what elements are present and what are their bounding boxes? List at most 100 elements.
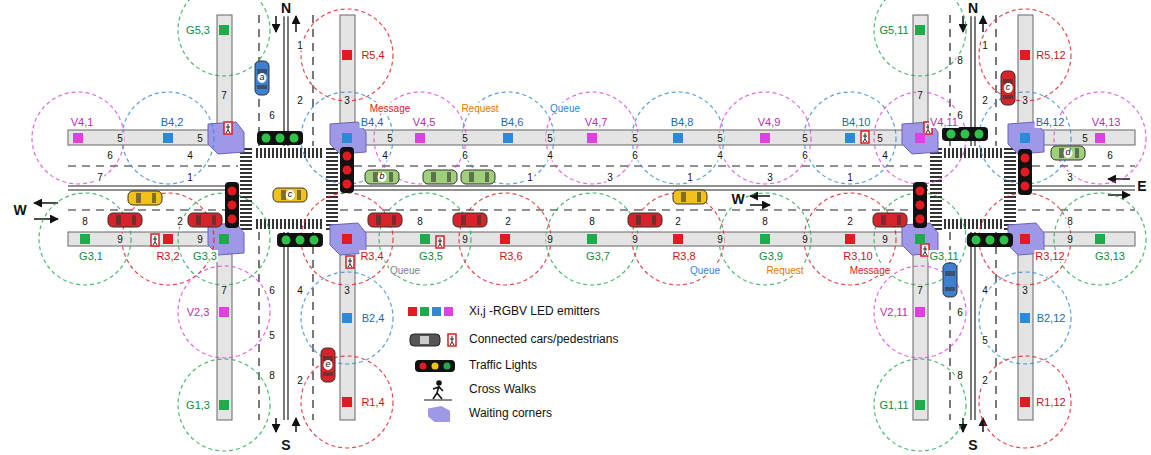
led-emitter <box>1020 397 1030 407</box>
sidewalk <box>913 246 928 420</box>
led-emitter <box>219 400 229 410</box>
direction-label: W <box>12 203 27 218</box>
emitter-label: G3,1 <box>78 250 104 262</box>
lane-number: 6 <box>268 110 276 121</box>
coverage-circle <box>804 193 896 285</box>
sidewalk <box>217 15 232 130</box>
car <box>628 213 662 227</box>
car <box>255 61 269 95</box>
coverage-circle <box>1054 193 1146 285</box>
led-emitter <box>915 307 925 317</box>
lane-number: 5 <box>461 133 469 144</box>
lane-number: 4 <box>296 285 304 296</box>
led-emitter <box>587 133 597 143</box>
sidewalk <box>913 15 928 130</box>
led-emitter <box>845 133 855 143</box>
legend-icon <box>437 381 441 385</box>
lane-number: 8 <box>956 55 964 66</box>
lane-number: 3 <box>766 172 774 183</box>
car <box>188 213 222 227</box>
direction-label: E <box>1136 179 1147 194</box>
legend-text: Xi,j -RGBV LED emitters <box>468 305 601 318</box>
lane-number: 2 <box>176 216 184 227</box>
emitter-label: R1,12 <box>1035 396 1066 408</box>
led-emitter <box>1020 133 1030 143</box>
lane-number: 6 <box>461 150 469 161</box>
lane-number: 1 <box>981 40 989 51</box>
lane-number: 2 <box>846 216 854 227</box>
car <box>128 191 162 205</box>
car <box>257 85 267 89</box>
led-emitter <box>845 234 855 244</box>
sidewalk <box>217 246 232 420</box>
emitter-label: B2,12 <box>1036 312 1067 324</box>
traffic-light <box>1021 154 1030 163</box>
lane-number: 9 <box>1066 234 1074 245</box>
traffic-light <box>343 152 352 161</box>
pedestrian <box>436 236 444 248</box>
lane-number: 8 <box>81 216 89 227</box>
legend-icon <box>408 307 417 316</box>
led-emitter <box>915 234 925 244</box>
car <box>152 193 156 203</box>
emitter-label: R3,6 <box>498 250 523 262</box>
car <box>1051 146 1085 160</box>
direction-arrow <box>962 16 964 32</box>
car <box>453 213 487 227</box>
led-emitter <box>760 234 770 244</box>
legend-icon <box>424 381 452 400</box>
direction-arrow <box>34 202 58 204</box>
lane-number: 5 <box>386 133 394 144</box>
car <box>681 192 686 202</box>
traffic-light <box>916 201 925 210</box>
crosswalk <box>944 148 1002 158</box>
traffic-light <box>975 130 984 139</box>
coverage-circle <box>301 272 393 364</box>
crosswalk <box>1004 147 1016 230</box>
led-emitter <box>587 234 597 244</box>
emitter-label: V4,5 <box>412 116 437 128</box>
coverage-circle <box>301 9 393 101</box>
coverage-circle <box>546 193 638 285</box>
led-emitter <box>342 397 352 407</box>
car <box>636 215 641 225</box>
car <box>431 172 436 182</box>
car <box>477 215 481 225</box>
lane-number: 9 <box>881 234 889 245</box>
emitter-label: G3,13 <box>1094 250 1126 262</box>
lane-number: 5 <box>1081 133 1089 144</box>
lane-number: 8 <box>761 216 769 227</box>
led-emitter <box>503 133 513 143</box>
sidewalk <box>68 130 217 145</box>
traffic-light <box>942 127 988 141</box>
legend-icon <box>420 336 429 344</box>
lane-number: 9 <box>116 234 124 245</box>
led-emitter <box>73 25 1105 410</box>
coverage-circle <box>301 193 393 285</box>
pedestrian <box>153 236 157 245</box>
lane-number: 8 <box>956 370 964 381</box>
lane-number: 9 <box>801 234 809 245</box>
car <box>461 170 495 184</box>
car <box>1003 95 1013 99</box>
traffic-light <box>296 236 305 245</box>
message-label: Message <box>849 265 892 276</box>
led-emitter <box>73 133 83 143</box>
legend-icon <box>432 307 441 316</box>
message-label: Request <box>460 103 499 114</box>
lane-number: 1 <box>846 172 854 183</box>
traffic-light <box>340 147 354 193</box>
lane-number: 8 <box>416 216 424 227</box>
traffic-light <box>290 134 299 143</box>
car <box>873 213 907 227</box>
led-emitter <box>415 133 425 143</box>
legend-swatch <box>428 406 450 422</box>
traffic-light <box>228 215 237 224</box>
car <box>368 213 402 227</box>
pedestrian <box>923 246 927 255</box>
car <box>652 215 656 225</box>
car <box>881 215 886 225</box>
car <box>132 215 136 225</box>
direction-arrow <box>982 16 984 32</box>
direction-arrow <box>750 204 770 206</box>
